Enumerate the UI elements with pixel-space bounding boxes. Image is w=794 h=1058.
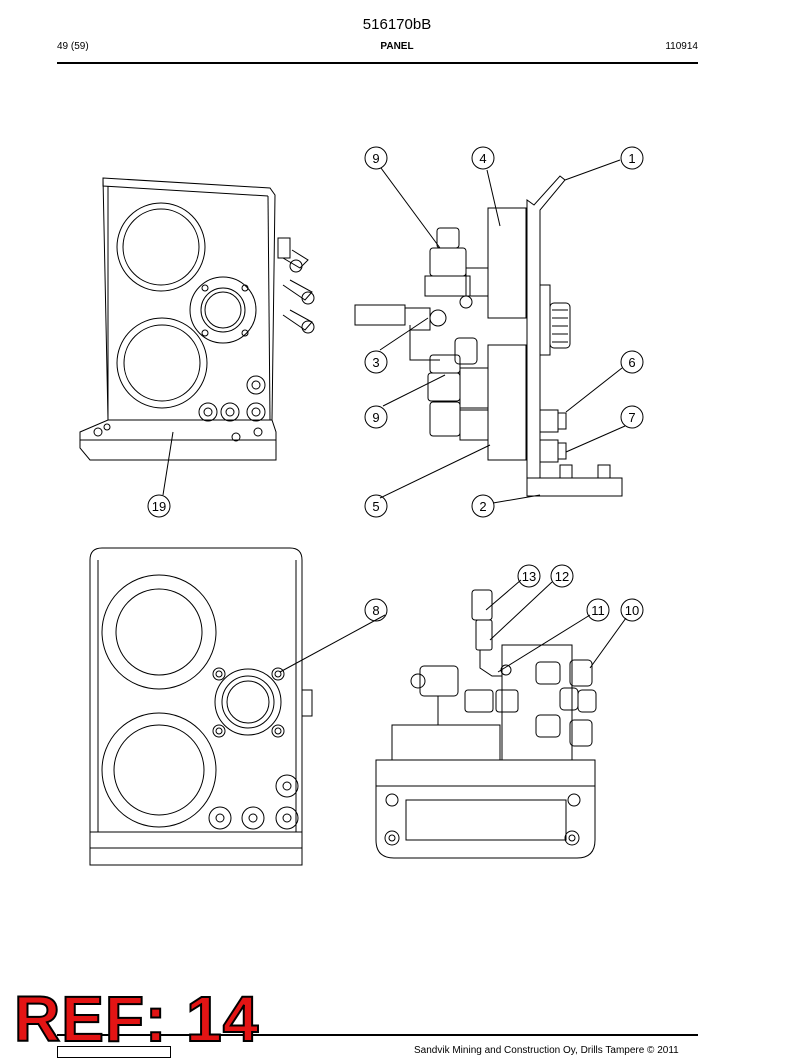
svg-text:9: 9 <box>372 151 379 166</box>
front-isometric-view <box>79 177 315 461</box>
callout-13: 13 <box>517 564 541 588</box>
reference-stamp: REF: 14 <box>13 983 260 1055</box>
footer-divider <box>57 1034 698 1036</box>
rear-view <box>89 547 313 866</box>
svg-text:11: 11 <box>591 603 605 618</box>
svg-text:9: 9 <box>372 410 379 425</box>
revision-code: 110914 <box>665 41 698 52</box>
top-view <box>375 589 597 859</box>
callout-10: 10 <box>620 598 644 622</box>
callout-3: 3 <box>364 350 388 374</box>
callout-6: 6 <box>620 350 644 374</box>
callout-4: 4 <box>471 146 495 170</box>
copyright-text: Sandvik Mining and Construction Oy, Dril… <box>414 1045 679 1056</box>
svg-text:10: 10 <box>625 603 639 618</box>
callout-12: 12 <box>550 564 574 588</box>
svg-text:4: 4 <box>479 151 486 166</box>
svg-text:13: 13 <box>522 569 536 584</box>
callout-1: 1 <box>620 146 644 170</box>
callout-8: 8 <box>364 598 388 622</box>
callout-19: 19 <box>147 494 171 518</box>
svg-text:1: 1 <box>628 151 635 166</box>
callouts: 9 4 1 3 6 9 7 5 <box>147 146 644 622</box>
svg-text:6: 6 <box>628 355 635 370</box>
leader-lines <box>162 159 627 673</box>
svg-text:3: 3 <box>372 355 379 370</box>
callout-5: 5 <box>364 494 388 518</box>
svg-text:5: 5 <box>372 499 379 514</box>
svg-text:7: 7 <box>628 410 635 425</box>
svg-text:12: 12 <box>555 569 569 584</box>
svg-text:8: 8 <box>372 603 379 618</box>
svg-text:19: 19 <box>152 499 166 514</box>
page-number: 49 (59) <box>57 41 89 52</box>
callout-11: 11 <box>586 598 610 622</box>
section-title: PANEL <box>380 41 414 52</box>
header-divider <box>57 62 698 64</box>
callout-9-upper: 9 <box>364 146 388 170</box>
callout-2: 2 <box>471 494 495 518</box>
document-number: 516170bB <box>362 16 432 33</box>
callout-9-lower: 9 <box>364 405 388 429</box>
callout-7: 7 <box>620 405 644 429</box>
side-view <box>354 175 623 497</box>
svg-text:2: 2 <box>479 499 486 514</box>
